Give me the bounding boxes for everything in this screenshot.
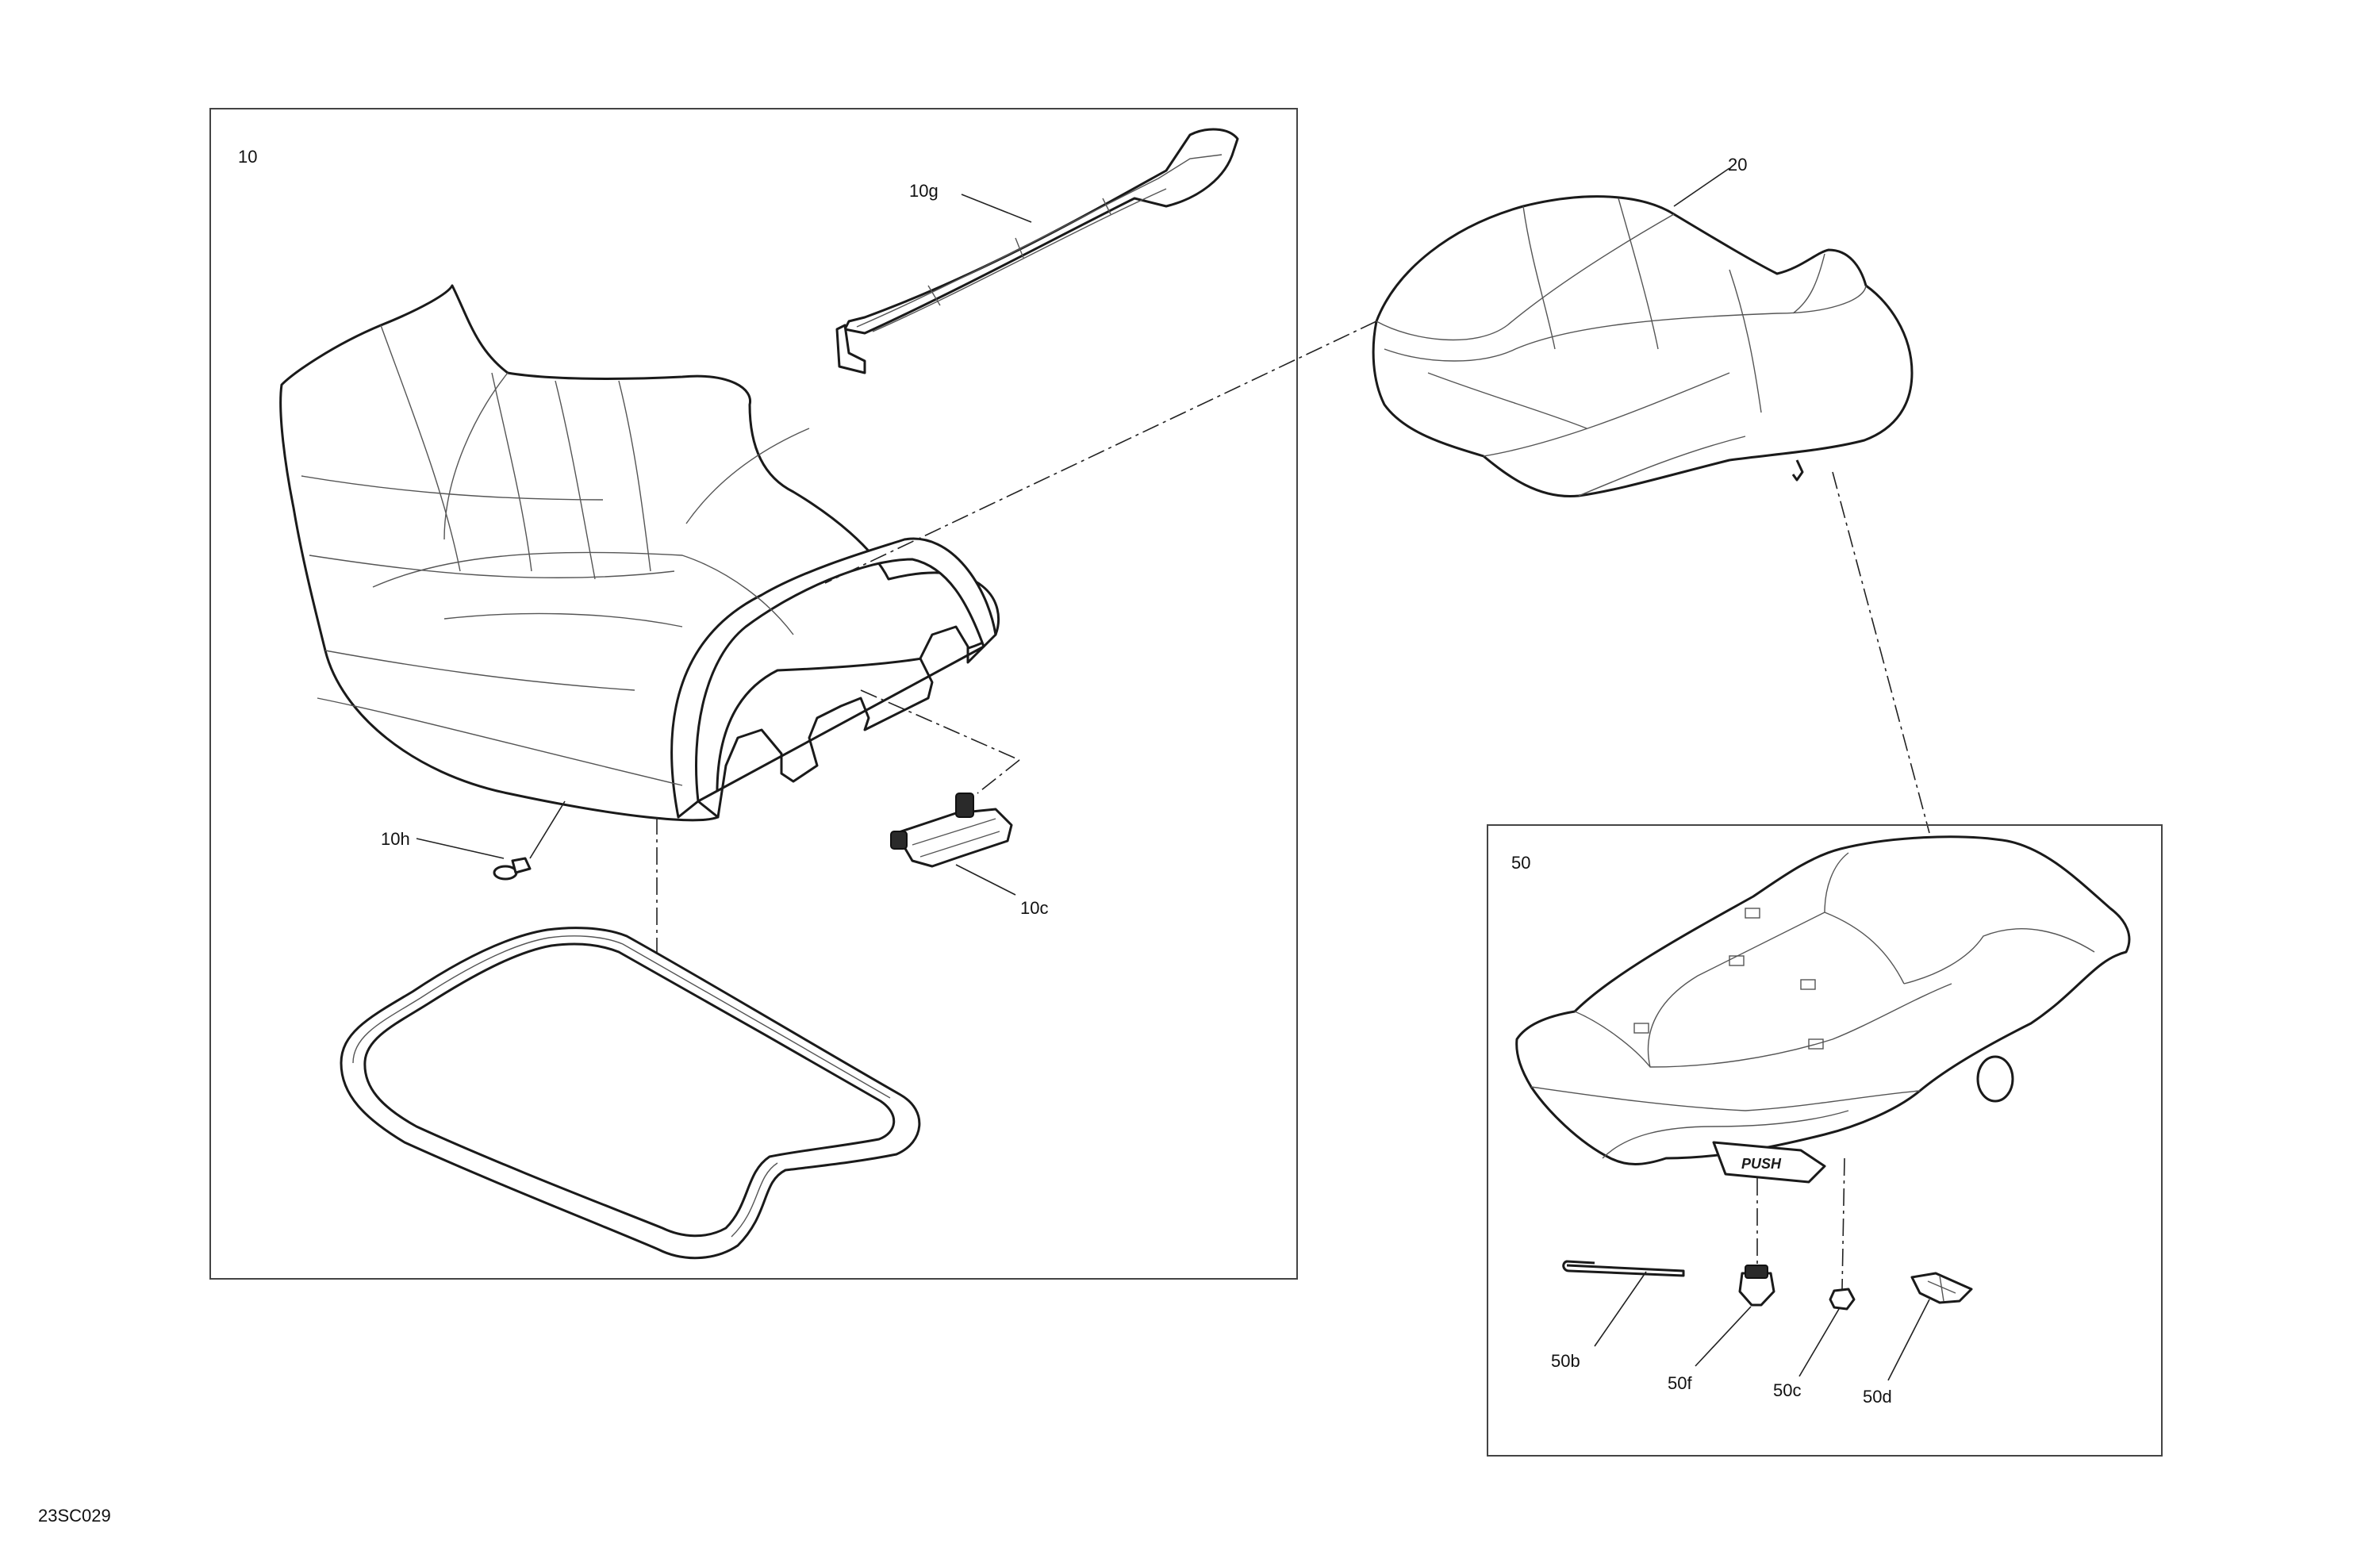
dashline-base-to-50c <box>1841 1157 1845 1290</box>
part-label-50f: 50f <box>1668 1373 1692 1393</box>
part-label-50b: 50b <box>1551 1351 1580 1371</box>
group-50-frame <box>1487 824 2163 1457</box>
leader-50b <box>1594 1271 1647 1347</box>
part-label-10h: 10h <box>381 829 410 849</box>
leader-20 <box>1673 167 1730 207</box>
part-label-10g: 10g <box>909 181 939 201</box>
part-label-50c: 50c <box>1773 1380 1801 1400</box>
seat-base-50-part: PUSH <box>1515 835 2131 1184</box>
latch-10c-part <box>890 793 1013 868</box>
leader-10g <box>961 194 1032 223</box>
leader-10h <box>416 838 505 859</box>
diagram-id: 23SC029 <box>38 1506 111 1526</box>
nut-50c-part <box>1829 1288 1856 1311</box>
leader-10h-seat <box>529 800 566 859</box>
leader-50c <box>1798 1308 1840 1377</box>
part-label-10c: 10c <box>1020 898 1048 918</box>
seat-cover-20-part <box>1372 195 1914 498</box>
clip-50d-part <box>1910 1272 1973 1304</box>
dashline-cover-to-seat <box>824 320 1377 584</box>
leader-50f <box>1695 1306 1752 1367</box>
push-stamp-text: PUSH <box>1741 1156 1782 1172</box>
group-10-frame <box>209 108 1298 1280</box>
bumper-50f-part <box>1738 1265 1775 1307</box>
dashline-cover-to-base <box>1832 471 1930 834</box>
pin-50b-part <box>1562 1260 1685 1277</box>
seat-seal-part <box>340 927 921 1260</box>
group-50-label: 50 <box>1511 853 1530 873</box>
part-label-20: 20 <box>1728 155 1747 175</box>
part-label-50d: 50d <box>1863 1387 1892 1407</box>
group-10-label: 10 <box>238 147 257 167</box>
leader-50d <box>1887 1299 1930 1381</box>
dashline-latch-down <box>977 759 1020 794</box>
leader-10c <box>955 864 1016 896</box>
seat-main-part <box>279 284 1000 822</box>
clip-10h-part <box>493 857 532 881</box>
grab-handle-part <box>835 128 1239 374</box>
dashline-seat-to-latch <box>860 689 1020 761</box>
